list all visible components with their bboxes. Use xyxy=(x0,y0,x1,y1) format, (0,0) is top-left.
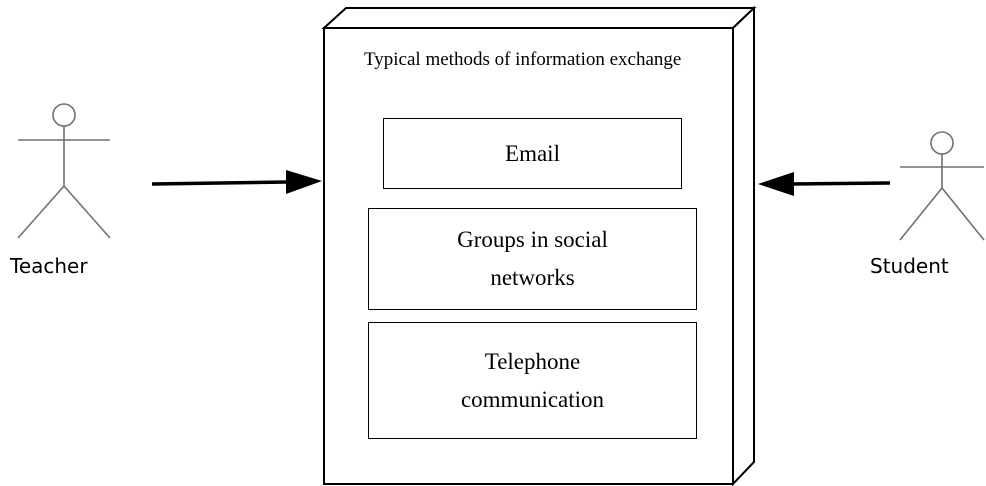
teacher-actor-icon xyxy=(17,103,111,239)
method-social-groups: Groups in social networks xyxy=(368,208,697,310)
student-label: Student xyxy=(870,254,949,278)
method-email: Email xyxy=(383,118,682,189)
node-top-face xyxy=(321,7,757,29)
node-title: Typical methods of information exchange xyxy=(364,49,682,70)
teacher-label: Teacher xyxy=(10,254,88,278)
method-telephone: Telephone communication xyxy=(368,322,697,439)
node-side-face xyxy=(732,5,755,486)
teacher-arrow xyxy=(151,170,322,194)
student-actor-icon xyxy=(899,131,985,241)
student-arrow xyxy=(758,172,891,196)
